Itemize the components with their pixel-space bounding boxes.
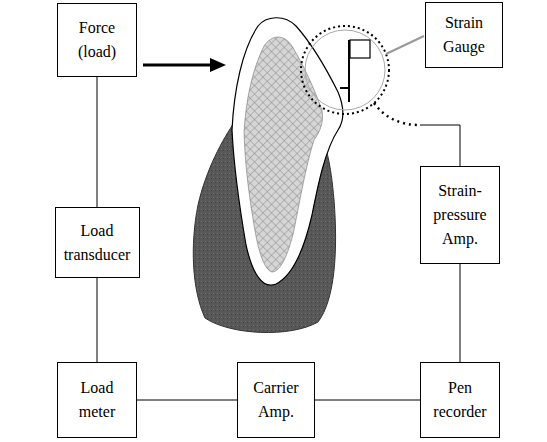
process-box: Carrier Amp. <box>237 362 315 438</box>
gauge-cable-solid <box>420 125 460 166</box>
gauge-flag <box>350 40 370 58</box>
connector-line <box>97 278 98 362</box>
box-label: Load transducer <box>62 219 133 267</box>
box-label: Load meter <box>64 376 130 424</box>
process-box: Pen recorder <box>420 362 500 438</box>
process-box: Load meter <box>57 362 137 438</box>
connector-line <box>315 400 420 401</box>
process-box: Load transducer <box>55 207 140 278</box>
tooth-outline <box>232 18 343 285</box>
gauge-tab <box>340 87 349 89</box>
box-label: Carrier Amp. <box>244 376 308 424</box>
box-label: Force (load) <box>64 16 130 64</box>
gauge-cable <box>374 103 420 125</box>
box-label: Strain Gauge <box>432 11 496 59</box>
process-box: Strain-pressure Amp. <box>420 166 500 264</box>
input-box: Force (load) <box>57 3 137 77</box>
box-label: Pen recorder <box>427 376 493 424</box>
load-arrow <box>143 64 214 67</box>
leader-line <box>386 36 424 54</box>
magnify-circle <box>301 26 389 114</box>
connector-line <box>137 400 237 401</box>
dentin <box>244 37 323 272</box>
connector-line <box>460 264 461 362</box>
box-label: Strain-pressure Amp. <box>427 179 493 251</box>
connector-line <box>97 77 98 207</box>
label-box: Strain Gauge <box>425 2 503 68</box>
magnify-ring <box>305 30 385 110</box>
arrow-head <box>210 58 226 72</box>
